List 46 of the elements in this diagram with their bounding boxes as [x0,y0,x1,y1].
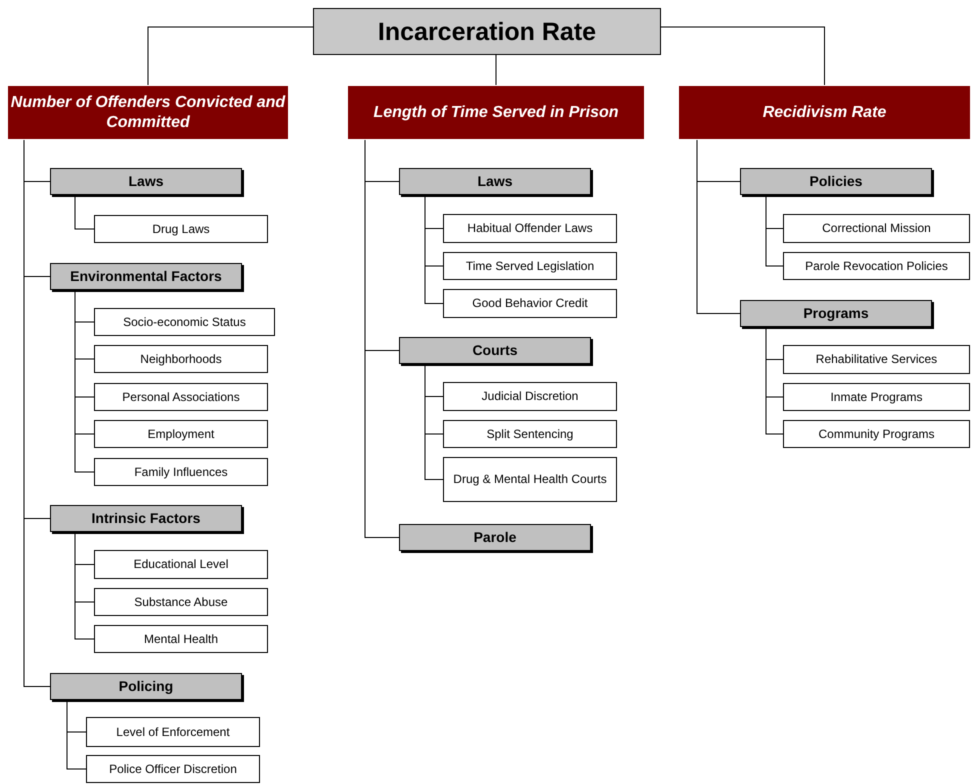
connector-line [424,194,444,304]
subfactor-box: Family Influences [94,458,268,486]
subfactor-box: Personal Associations [94,383,268,411]
subfactor-box: Split Sentencing [443,420,617,448]
category-header: Recidivism Rate [678,85,971,140]
connector-line [660,26,825,86]
subfactor-box: Time Served Legislation [443,252,617,280]
title-box: Incarceration Rate [313,8,661,55]
connector-line [424,364,444,480]
factor-box: Courts [399,337,591,364]
subfactor-box: Drug Laws [94,215,268,243]
factor-box: Laws [399,168,591,195]
subfactor-box: Educational Level [94,550,268,579]
subfactor-box: Employment [94,420,268,448]
factor-box: Programs [740,300,932,327]
subfactor-box: Community Programs [783,420,970,448]
connector-line [66,700,86,770]
connector-line [74,532,94,640]
connector-line [74,194,94,230]
subfactor-box: Level of Enforcement [86,717,260,747]
subfactor-box: Correctional Mission [783,214,970,243]
subfactor-box: Neighborhoods [94,345,268,373]
factor-box: Laws [50,168,242,195]
factor-box: Intrinsic Factors [50,505,242,532]
category-header: Number of Offenders Convicted and Committed [7,85,289,140]
category-header: Length of Time Served in Prison [347,85,645,140]
subfactor-box: Drug & Mental Health Courts [443,457,617,502]
factor-box: Policing [50,673,242,700]
connector-line [696,140,740,314]
subfactor-box: Good Behavior Credit [443,289,617,318]
connector-line [766,326,784,434]
subfactor-box: Substance Abuse [94,588,268,616]
connector-line [766,194,784,266]
factor-box: Policies [740,168,932,195]
subfactor-box: Habitual Offender Laws [443,214,617,243]
factor-box: Environmental Factors [50,263,242,290]
subfactor-box: Police Officer Discretion [86,755,260,783]
connector-line [74,290,94,472]
subfactor-box: Socio-economic Status [94,308,275,336]
subfactor-box: Judicial Discretion [443,382,617,411]
subfactor-box: Mental Health [94,625,268,653]
subfactor-box: Inmate Programs [783,383,970,411]
subfactor-box: Parole Revocation Policies [783,252,970,280]
connector-line [148,26,314,86]
factor-box: Parole [399,524,591,551]
subfactor-box: Rehabilitative Services [783,345,970,374]
